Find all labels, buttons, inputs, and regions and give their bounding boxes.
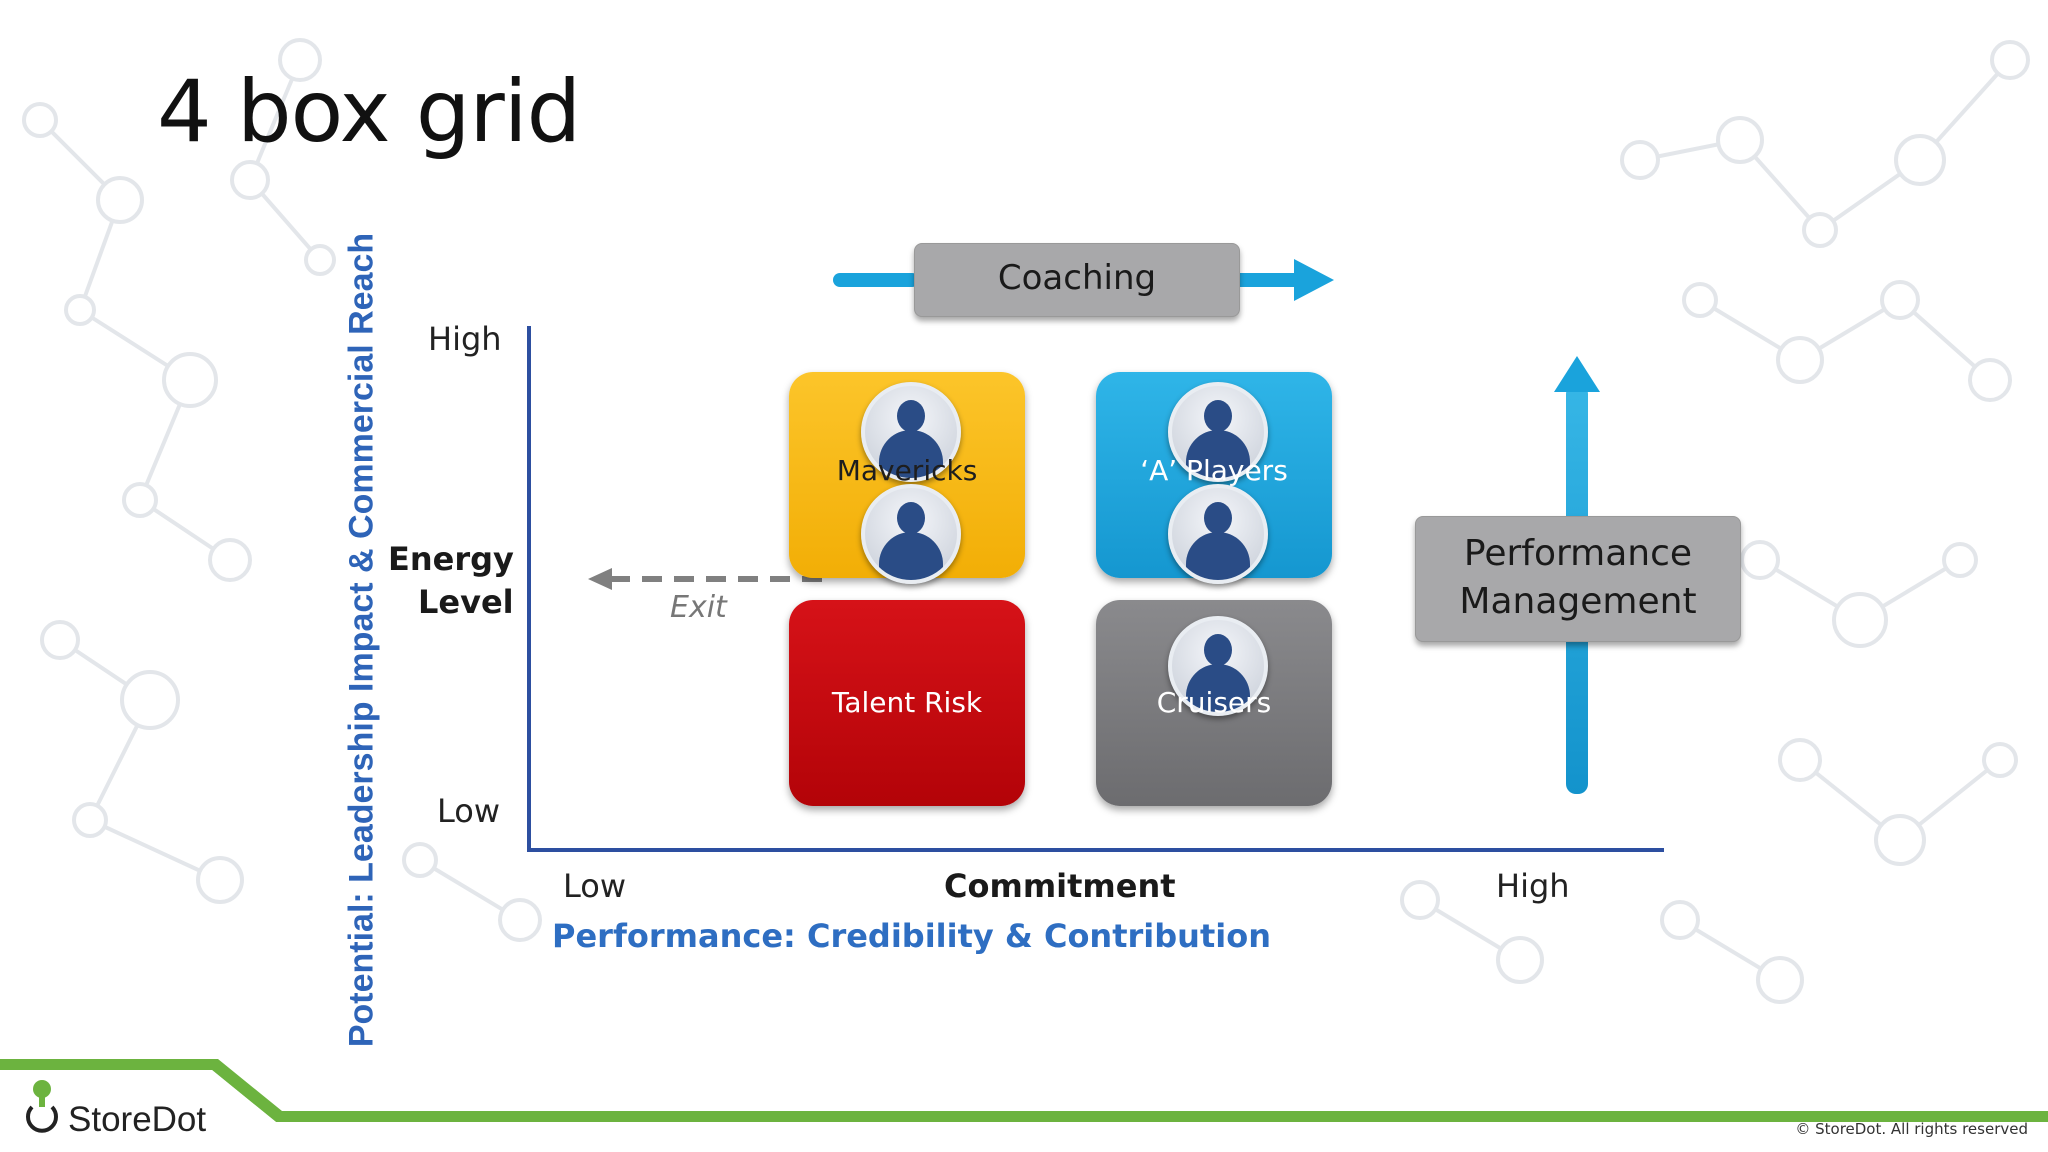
cruisers-label: Cruisers (1156, 686, 1272, 719)
coaching-tag: Coaching (914, 243, 1240, 317)
exit-arrow-head (588, 568, 612, 590)
coaching-arrow-head (1294, 259, 1334, 301)
performance-management-tag: Performance Management (1415, 516, 1741, 642)
y-low-label: Low (437, 792, 501, 830)
person-avatar-icon (861, 382, 961, 482)
a-players-box: ‘A’ Players (1096, 372, 1332, 584)
person-avatar-icon (1168, 484, 1268, 584)
a-players-label: ‘A’ Players (1140, 454, 1288, 487)
performance-label-line2: Management (1459, 581, 1697, 622)
mavericks-label: Mavericks (836, 454, 978, 487)
performance-arrow-head (1554, 356, 1600, 392)
footer-bar (0, 1059, 2048, 1152)
performance-label-line1: Performance (1463, 533, 1693, 574)
x-high-label: High (1496, 867, 1570, 905)
x-low-label: Low (563, 867, 627, 905)
mavericks-box: Mavericks (789, 372, 1025, 584)
talent-risk-box: Talent Risk (789, 600, 1025, 806)
commitment-label: Commitment (944, 867, 1176, 905)
level-label: Level (418, 583, 514, 621)
storedot-logo-icon (26, 1080, 58, 1133)
brand-name: StoreDot (68, 1100, 207, 1139)
cruisers-box: Cruisers (1096, 600, 1332, 806)
person-avatar-icon (1168, 616, 1268, 716)
exit-label: Exit (670, 590, 727, 625)
slide-title: 4 box grid (157, 62, 581, 162)
person-avatar-icon (861, 484, 961, 584)
coaching-label: Coaching (997, 258, 1157, 298)
y-high-label: High (428, 320, 502, 358)
x-axis-title: Performance: Credibility & Contribution (552, 917, 1271, 955)
person-avatar-icon (1168, 382, 1268, 482)
energy-label: Energy (388, 540, 514, 578)
copyright-text: © StoreDot. All rights reserved (1795, 1120, 2028, 1138)
talent-risk-label: Talent Risk (831, 686, 983, 719)
